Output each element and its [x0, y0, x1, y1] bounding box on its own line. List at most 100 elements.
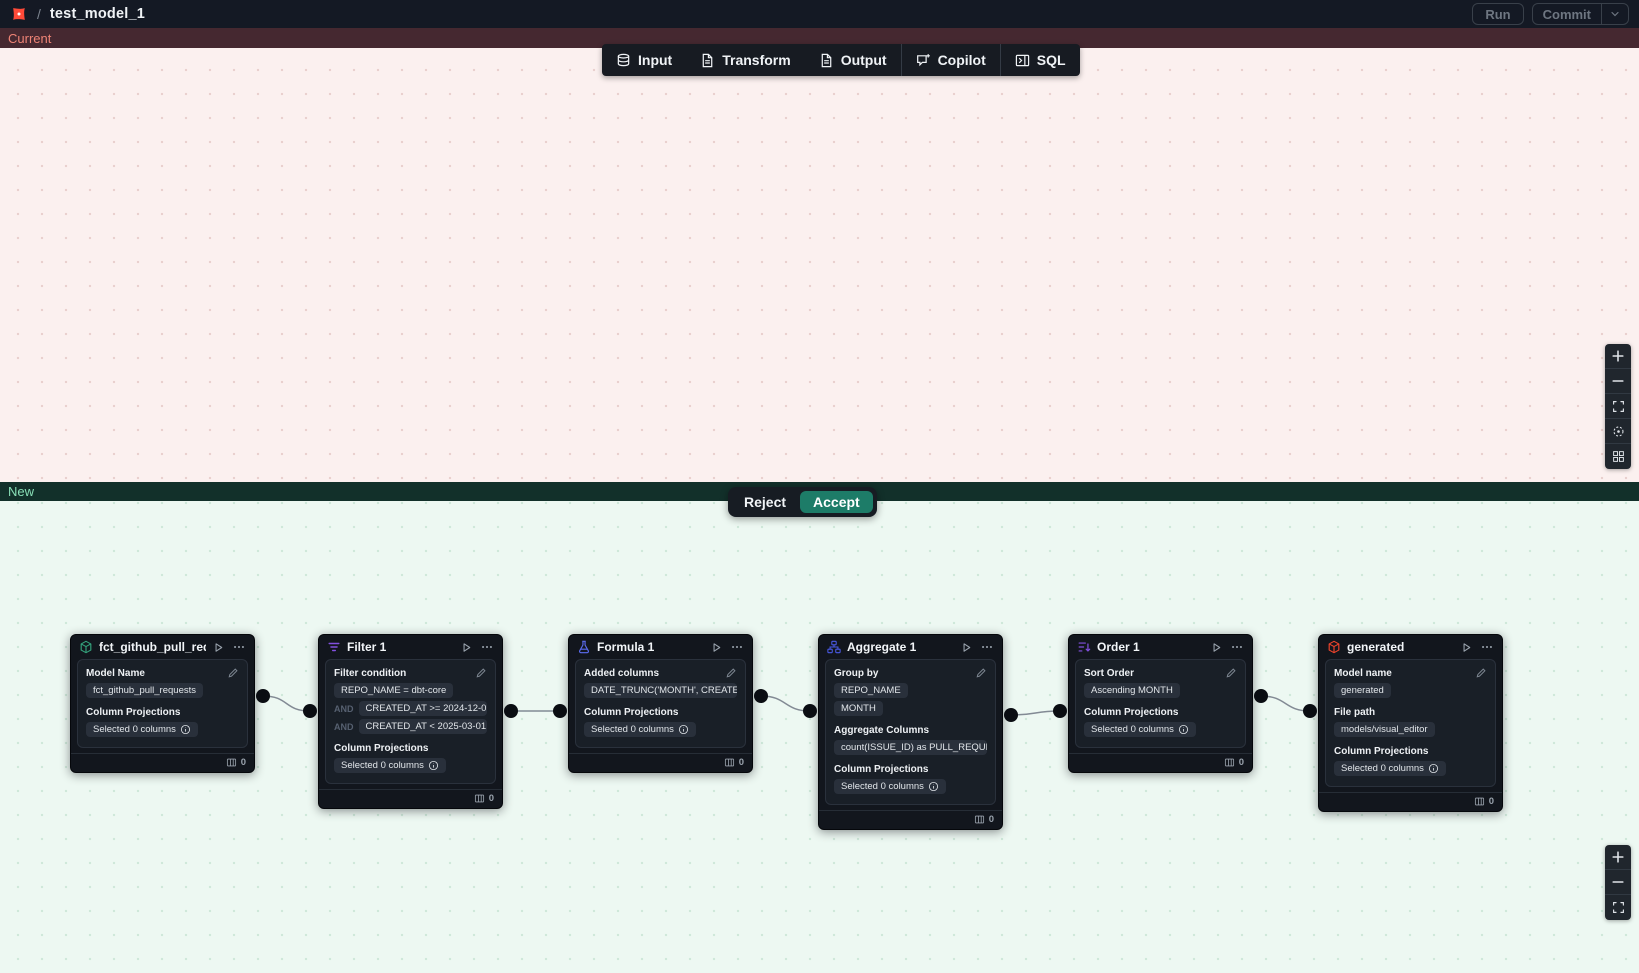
value-chip[interactable]: CREATED_AT < 2025-03-01: [358, 719, 487, 734]
value-chip[interactable]: Selected 0 columns: [834, 779, 946, 794]
commit-button[interactable]: Commit: [1533, 4, 1601, 24]
node-menu-button[interactable]: [1480, 640, 1494, 654]
output-port: [1004, 708, 1018, 722]
section-label: Column Projections: [86, 707, 181, 718]
canvas-current[interactable]: [0, 48, 1639, 482]
node-section: Column Projections Selected 0 columns: [834, 764, 987, 794]
input-port: [803, 704, 817, 718]
edge: [1010, 710, 1061, 716]
dbt-logo-icon[interactable]: [10, 5, 28, 23]
node-header[interactable]: fct_github_pull_requests: [71, 635, 254, 657]
toolbar-item-label: Output: [840, 52, 887, 68]
node-section: Aggregate Columns count(ISSUE_ID) as PUL…: [834, 725, 987, 755]
edit-section-button[interactable]: [227, 667, 239, 679]
node-footer: 0: [319, 789, 502, 808]
toolbar-item-transform[interactable]: Transform: [686, 44, 804, 76]
value-chip[interactable]: Selected 0 columns: [1334, 761, 1446, 776]
node-row-count: 0: [738, 757, 744, 768]
minus-button[interactable]: [1605, 870, 1631, 895]
current-version-label: Current: [8, 30, 52, 46]
value-chip[interactable]: fct_github_pull_requests: [86, 683, 203, 698]
node-header[interactable]: generated: [1319, 635, 1502, 657]
value-chip[interactable]: DATE_TRUNC('MONTH', CREATED_AT…: [584, 683, 737, 698]
value-chip[interactable]: MONTH: [834, 701, 883, 716]
diff-actions: Reject Accept: [728, 487, 877, 517]
node-preview-button[interactable]: [1460, 641, 1473, 654]
node-header[interactable]: Aggregate 1: [819, 635, 1002, 657]
plus-button[interactable]: [1605, 845, 1631, 870]
node-generated[interactable]: generated Model name generated File path: [1318, 634, 1503, 812]
toolbar-item-label: SQL: [1036, 52, 1066, 68]
node-filter-1[interactable]: Filter 1 Filter condition REPO_NAME = db…: [318, 634, 503, 809]
output-port: [256, 689, 270, 703]
value-chip[interactable]: count(ISSUE_ID) as PULL_REQUEST_…: [834, 740, 987, 755]
reject-button[interactable]: Reject: [732, 491, 798, 513]
input-port: [553, 704, 567, 718]
node-preview-button[interactable]: [460, 641, 473, 654]
value-chip[interactable]: models/visual_editor: [1334, 722, 1435, 737]
node-menu-button[interactable]: [980, 640, 994, 654]
edit-section-button[interactable]: [725, 667, 737, 679]
topbar-actions: Run Commit: [1472, 3, 1629, 25]
chip-text: DATE_TRUNC('MONTH', CREATED_AT…: [591, 685, 737, 696]
chip-text: Selected 0 columns: [1341, 763, 1424, 774]
node-preview-button[interactable]: [1210, 641, 1223, 654]
node-preview-button[interactable]: [212, 641, 225, 654]
value-chip[interactable]: Selected 0 columns: [334, 758, 446, 773]
condition-conjunction: AND: [334, 703, 354, 714]
node-fct-github-pull-requests[interactable]: fct_github_pull_requests Model Name fct_…: [70, 634, 255, 773]
toolbar-item-output[interactable]: Output: [805, 44, 901, 76]
value-chip[interactable]: CREATED_AT >= 2024-12-01: [358, 701, 487, 716]
plus-icon: [1611, 850, 1625, 864]
zoom-controls-current: [1605, 344, 1631, 469]
fit-view-button[interactable]: [1605, 394, 1631, 419]
minus-button[interactable]: [1605, 369, 1631, 394]
fit-view-button[interactable]: [1605, 895, 1631, 920]
node-menu-button[interactable]: [1230, 640, 1244, 654]
minus-icon: [1611, 374, 1625, 388]
node-order-1[interactable]: Order 1 Sort Order Ascending MONTH Colum…: [1068, 634, 1253, 773]
accept-button[interactable]: Accept: [800, 491, 873, 513]
toolbar-item-input[interactable]: Input: [602, 44, 686, 76]
run-button[interactable]: Run: [1472, 3, 1524, 25]
node-row-count: 0: [1238, 757, 1244, 768]
edit-section-button[interactable]: [975, 667, 987, 679]
node-header[interactable]: Formula 1: [569, 635, 752, 657]
node-menu-button[interactable]: [480, 640, 494, 654]
commit-dropdown-button[interactable]: [1601, 4, 1628, 24]
minimap-button[interactable]: [1605, 444, 1631, 469]
edit-section-button[interactable]: [1475, 667, 1487, 679]
value-chip[interactable]: Ascending MONTH: [1084, 683, 1180, 698]
edit-section-button[interactable]: [1225, 667, 1237, 679]
chip-text: generated: [1341, 685, 1384, 696]
node-header[interactable]: Order 1: [1069, 635, 1252, 657]
node-formula-1[interactable]: Formula 1 Added columns DATE_TRUNC('MONT…: [568, 634, 753, 773]
node-preview-button[interactable]: [710, 641, 723, 654]
canvas-new[interactable]: fct_github_pull_requests Model Name fct_…: [0, 501, 1639, 973]
toolbar-item-copilot[interactable]: Copilot: [902, 44, 1000, 76]
toolbar-item-label: Transform: [722, 52, 791, 68]
node-preview-button[interactable]: [960, 641, 973, 654]
edit-section-button[interactable]: [475, 667, 487, 679]
value-chip[interactable]: Selected 0 columns: [86, 722, 198, 737]
value-chip[interactable]: Selected 0 columns: [584, 722, 696, 737]
value-chip[interactable]: REPO_NAME: [834, 683, 908, 698]
filter-icon: [327, 640, 341, 654]
info-icon: [928, 781, 939, 792]
node-aggregate-1[interactable]: Aggregate 1 Group by REPO_NAME MONTH: [818, 634, 1003, 830]
node-title: fct_github_pull_requests: [99, 640, 206, 654]
locate-button[interactable]: [1605, 419, 1631, 444]
toolbar-item-sql[interactable]: SQL: [1001, 44, 1080, 76]
sql-panel-icon: [1015, 53, 1030, 68]
value-chip[interactable]: generated: [1334, 683, 1391, 698]
node-header[interactable]: Filter 1: [319, 635, 502, 657]
value-chip[interactable]: Selected 0 columns: [1084, 722, 1196, 737]
node-menu-button[interactable]: [232, 640, 246, 654]
value-chip[interactable]: REPO_NAME = dbt-core: [334, 683, 454, 698]
node-menu-button[interactable]: [730, 640, 744, 654]
columns-icon: [226, 757, 237, 768]
plus-button[interactable]: [1605, 344, 1631, 369]
columns-icon: [1224, 757, 1235, 768]
aggregate-icon: [827, 640, 841, 654]
